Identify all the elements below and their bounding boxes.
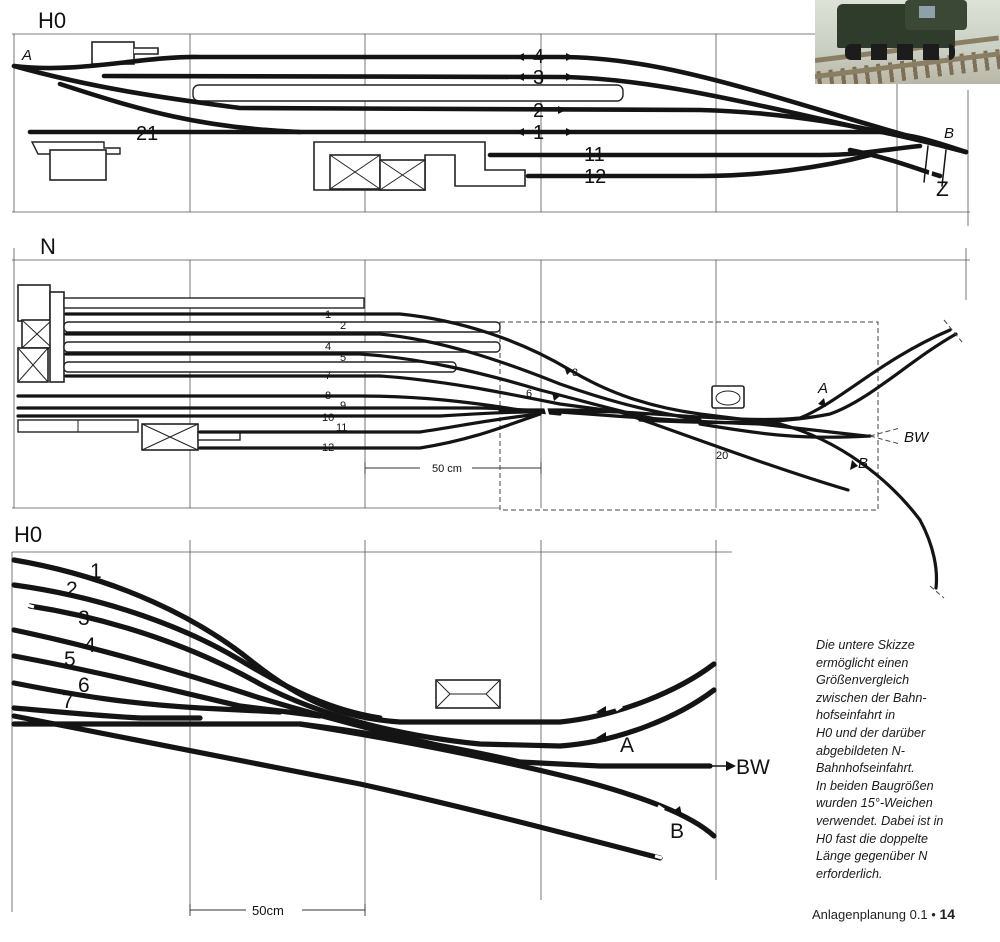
- track-markers-top: [516, 53, 574, 136]
- caption-line: H0 fast die doppelte: [816, 831, 929, 846]
- track-markers-bottom: [596, 706, 736, 816]
- track-label-3-bottom: 3: [78, 607, 90, 630]
- track-label-12-n: 12: [322, 442, 334, 454]
- caption-line: erforderlich.: [816, 866, 883, 881]
- track-label-2-top: 2: [533, 100, 544, 122]
- dimension-n: [364, 460, 542, 474]
- track-label-3-top: 3: [533, 67, 544, 89]
- track-label-11-n: 11: [336, 422, 347, 434]
- track-markers-n: [552, 319, 963, 599]
- caption-line: H0 und der darüber: [816, 725, 926, 740]
- panel-bottom-title: H0: [14, 522, 42, 547]
- caption-line: In beiden Baugrößen: [816, 778, 934, 793]
- station-buildings-n: [17, 284, 745, 451]
- end-label-a-n: A: [817, 380, 828, 397]
- caption-line: abgebildeten N-: [816, 743, 905, 758]
- track-label-1-n: 1: [325, 309, 331, 321]
- building-left-top: [49, 149, 107, 181]
- end-label-z-top: Z: [936, 178, 949, 201]
- caption-line: zwischen der Bahn-: [816, 690, 927, 705]
- caption-text: Die untere Skizze ermöglicht einen Größe…: [816, 637, 992, 883]
- tracks-n: [16, 312, 958, 590]
- track-label-4-top: 4: [533, 46, 544, 68]
- track-label-12-top: 12: [584, 166, 606, 188]
- end-label-a-bottom: A: [620, 734, 634, 757]
- end-label-b-bottom: B: [670, 820, 684, 843]
- building-annex-top: [134, 47, 159, 55]
- track-label-7-bottom: 7: [62, 690, 74, 713]
- dimension-label-bottom: 50cm: [252, 903, 284, 918]
- caption-line: Die untere Skizze: [816, 638, 915, 652]
- end-label-bw-n: BW: [904, 429, 930, 446]
- footer-title: Anlagenplanung 0.1: [812, 907, 928, 922]
- end-label-b-top: B: [944, 125, 954, 142]
- panel-middle-n: N: [12, 234, 970, 599]
- track-label-2-n: 2: [340, 320, 346, 332]
- track-label-8-n: 8: [325, 390, 331, 402]
- caption-line: Bahnhofseinfahrt.: [816, 761, 915, 776]
- comparison-frame: [499, 321, 879, 511]
- page-number: 14: [939, 906, 956, 922]
- track-label-1-bottom: 1: [90, 560, 102, 583]
- track-label-20-n: 20: [716, 450, 728, 462]
- track-label-2-bottom: 2: [66, 578, 78, 601]
- end-label-a-top: A: [21, 47, 32, 64]
- tracks-top: [11, 54, 969, 187]
- track-label-9-n: 9: [340, 400, 346, 412]
- end-label-bw-bottom: BW: [736, 756, 770, 779]
- dimension-label-n: 50 cm: [432, 463, 462, 475]
- track-label-6-bottom: 6: [78, 674, 90, 697]
- locomotive-photo: [815, 0, 1000, 84]
- end-label-b-n: B: [858, 455, 868, 472]
- panel-top-h0: H0: [11, 8, 970, 226]
- page-footer: Anlagenplanung 0.1 • 14: [812, 906, 955, 922]
- caption-line: wurden 15°-Weichen: [816, 796, 933, 811]
- track-label-4-n: 4: [325, 341, 331, 353]
- track-label-21-top: 21: [136, 123, 158, 145]
- caption-line: Länge gegenüber N: [816, 849, 928, 864]
- caption-line: Größenvergleich: [816, 673, 910, 688]
- platform-top: [192, 84, 624, 102]
- track-label-5-n: 5: [340, 352, 346, 364]
- dimension-bottom: [189, 902, 366, 918]
- tracks-bottom: [11, 557, 717, 861]
- panel-top-title: H0: [38, 8, 66, 33]
- footer-separator: •: [931, 907, 936, 922]
- track-label-7-n: 7: [325, 370, 331, 382]
- track-label-10-n: 10: [322, 412, 334, 424]
- track-label-11-top: 11: [584, 144, 605, 166]
- panel-top-grid: [12, 33, 970, 226]
- track-label-5-bottom: 5: [64, 648, 76, 671]
- panel-middle-title: N: [40, 234, 56, 259]
- caption-line: verwendet. Dabei ist in: [816, 813, 944, 828]
- track-label-4-bottom: 4: [84, 634, 96, 657]
- caption-line: hofseinfahrt in: [816, 708, 896, 723]
- track-label-1-top: 1: [533, 122, 544, 144]
- track-label-3-n: 3: [572, 367, 578, 379]
- panel-bottom-h0: H0: [11, 522, 770, 918]
- caption-line: ermöglicht einen: [816, 655, 909, 670]
- track-label-6-n: 6: [526, 388, 532, 400]
